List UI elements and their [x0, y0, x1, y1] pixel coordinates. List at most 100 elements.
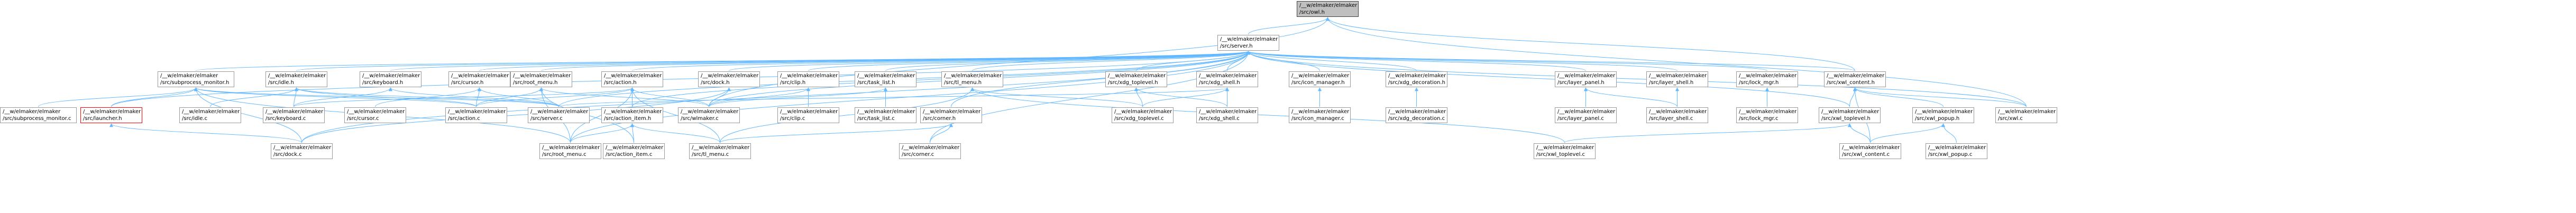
edge-keyboard_h-to-server_h — [390, 51, 1250, 71]
edge-launcher_h-to-subprocess_monitor_h — [111, 87, 198, 107]
edge-action_c-to-subprocess_monitor_h — [194, 87, 476, 107]
edge-task_list_h-to-server_h — [885, 51, 1250, 71]
node-xdg-shell-h[interactable]: /__w/elmaker/elmaker/src/xdg_shell.h — [1196, 71, 1258, 87]
node-xwl-toplevel-h[interactable]: /__w/elmaker/elmaker/src/xwl_toplevel.h — [1819, 107, 1881, 123]
edge-xwl_toplevel_h-to-server_h — [1246, 51, 1850, 107]
node-file-label: /src/clip.h — [780, 80, 806, 86]
node-server-c[interactable]: /__w/elmaker/elmaker/src/server.c — [528, 107, 590, 123]
node-layer-shell-h[interactable]: /__w/elmaker/elmaker/src/layer_shell.h — [1646, 71, 1708, 87]
node-subprocess-monitor-c[interactable]: /__w/elmaker/elmaker/src/subprocess_moni… — [0, 107, 77, 123]
node-file-label: /src/xdg_toplevel.h — [1108, 80, 1158, 86]
node-xdg-decoration-h[interactable]: /__w/elmaker/elmaker/src/xdg_decoration.… — [1386, 71, 1447, 87]
node-path-label: /__w/elmaker/elmaker — [542, 145, 600, 151]
edge-wlmaker_c-to-root_menu_h — [539, 87, 709, 107]
node-file-label: /src/wlmaker.c — [681, 116, 719, 122]
node-lock-mgr-c[interactable]: /__w/elmaker/elmaker/src/lock_mgr.c — [1736, 107, 1798, 123]
node-path-label: /__w/elmaker/elmaker — [182, 109, 240, 115]
node-xwl-popup-c[interactable]: /__w/elmaker/elmaker/src/xwl_popup.c — [1926, 143, 1987, 159]
node-layer-panel-c[interactable]: /__w/elmaker/elmaker/src/layer_panel.c — [1555, 107, 1617, 123]
node-clip-c[interactable]: /__w/elmaker/elmaker/src/clip.c — [777, 107, 839, 123]
edge-xwl_toplevel_c-to-xwl_toplevel_h — [1564, 123, 1851, 143]
node-clip-h[interactable]: /__w/elmaker/elmaker/src/clip.h — [777, 71, 839, 87]
node-path-label: /__w/elmaker/elmaker — [692, 145, 750, 151]
edge-cursor_h-to-server_h — [479, 51, 1250, 71]
node-path-label: /__w/elmaker/elmaker — [1291, 109, 1350, 115]
node-file-label: /src/action.c — [448, 116, 480, 122]
node-xdg-decoration-c[interactable]: /__w/elmaker/elmaker/src/xdg_decoration.… — [1386, 107, 1447, 123]
node-xdg-toplevel-h[interactable]: /__w/elmaker/elmaker/src/xdg_toplevel.h — [1105, 71, 1167, 87]
node-dock-c[interactable]: /__w/elmaker/elmaker/src/dock.c — [271, 143, 333, 159]
edge-lock_mgr_h-to-server_h — [1246, 51, 1767, 71]
node-launcher-h[interactable]: /__w/elmaker/elmaker/src/launcher.h — [80, 107, 142, 123]
node-path-label: /__w/elmaker/elmaker — [530, 109, 589, 115]
node-path-label: /__w/elmaker/elmaker — [3, 109, 61, 115]
node-action-item-c[interactable]: /__w/elmaker/elmaker/src/action_item.c — [603, 143, 665, 159]
edge-keyboard_c-to-idle_h — [294, 87, 298, 107]
node-dock-h[interactable]: /__w/elmaker/elmaker/src/dock.h — [698, 71, 760, 87]
node-path-label: /__w/elmaker/elmaker — [944, 73, 1002, 79]
node-file-label: /src/lock_mgr.h — [1739, 80, 1779, 86]
node-cursor-h[interactable]: /__w/elmaker/elmaker/src/cursor.h — [448, 71, 510, 87]
node-icon-manager-c[interactable]: /__w/elmaker/elmaker/src/icon_manager.c — [1289, 107, 1351, 123]
node-root-menu-c[interactable]: /__w/elmaker/elmaker/src/root_menu.c — [539, 143, 601, 159]
node-file-label: /src/owl.h — [1299, 10, 1325, 15]
node-path-label: /__w/elmaker/elmaker — [513, 73, 571, 79]
node-path-label: /__w/elmaker/elmaker — [1915, 109, 1973, 115]
node-task-list-c[interactable]: /__w/elmaker/elmaker/src/task_list.c — [855, 107, 916, 123]
node-file-label: /src/subprocess_monitor.h — [160, 80, 230, 86]
node-lock-mgr-h[interactable]: /__w/elmaker/elmaker/src/lock_mgr.h — [1736, 71, 1798, 87]
edge-dock_c-to-launcher_h — [109, 123, 302, 143]
edge-xwl_content_c-to-xwl_toplevel_h — [1848, 123, 1871, 143]
node-wlmaker-c[interactable]: /__w/elmaker/elmaker/src/wlmaker.c — [678, 107, 740, 123]
node-file-label: /src/corner.h — [923, 116, 956, 122]
node-cursor-c[interactable]: /__w/elmaker/elmaker/src/cursor.c — [344, 107, 406, 123]
edge-launcher_h-to-server_h — [111, 51, 1250, 107]
node-path-label: /__w/elmaker/elmaker — [1199, 73, 1257, 79]
node-path-label: /__w/elmaker/elmaker — [1114, 109, 1172, 115]
node-subprocess-monitor-h[interactable]: /__w/elmaker/elmaker/src/subprocess_moni… — [158, 71, 234, 87]
node-file-label: /src/action_item.c — [606, 152, 653, 158]
node-file-label: /src/root_menu.c — [542, 152, 586, 158]
node-root-menu-h[interactable]: /__w/elmaker/elmaker/src/root_menu.h — [510, 71, 572, 87]
node-xwl-popup-h[interactable]: /__w/elmaker/elmaker/src/xwl_popup.h — [1912, 107, 1974, 123]
node-xwl-content-h[interactable]: /__w/elmaker/elmaker/src/xwl_content.h — [1824, 71, 1886, 87]
node-action-h[interactable]: /__w/elmaker/elmaker/src/action.h — [601, 71, 663, 87]
node-corner-c[interactable]: /__w/elmaker/elmaker/src/corner.c — [899, 143, 961, 159]
edge-tl_menu_c-to-action_item_h — [630, 123, 720, 143]
node-idle-c[interactable]: /__w/elmaker/elmaker/src/idle.c — [179, 107, 241, 123]
node-file-label: /src/layer_shell.c — [1649, 116, 1693, 122]
edge-tl_menu_h-to-server_h — [972, 51, 1250, 71]
node-action-item-h[interactable]: /__w/elmaker/elmaker/src/action_item.h — [601, 107, 663, 123]
node-layer-shell-c[interactable]: /__w/elmaker/elmaker/src/layer_shell.c — [1646, 107, 1708, 123]
edge-dock_c-to-server_h — [301, 51, 1250, 143]
node-keyboard-h[interactable]: /__w/elmaker/elmaker/src/keyboard.h — [360, 71, 421, 87]
node-idle-h[interactable]: /__w/elmaker/elmaker/src/idle.h — [265, 71, 327, 87]
node-path-label: /__w/elmaker/elmaker — [701, 73, 759, 79]
node-xdg-toplevel-c[interactable]: /__w/elmaker/elmaker/src/xdg_toplevel.c — [1112, 107, 1174, 123]
node-xwl-c[interactable]: /__w/elmaker/elmaker/src/xwl.c — [1995, 107, 2057, 123]
node-icon-manager-h[interactable]: /__w/elmaker/elmaker/src/icon_manager.h — [1289, 71, 1351, 87]
node-file-label: /src/xdg_shell.h — [1199, 80, 1240, 86]
node-file-label: /src/xdg_toplevel.c — [1114, 116, 1164, 122]
node-server-h[interactable]: /__w/elmaker/elmaker/src/server.h — [1217, 35, 1279, 51]
node-file-label: /src/root_menu.h — [513, 80, 558, 86]
node-layer-panel-h[interactable]: /__w/elmaker/elmaker/src/layer_panel.h — [1555, 71, 1617, 87]
node-action-c[interactable]: /__w/elmaker/elmaker/src/action.c — [445, 107, 507, 123]
node-xwl-content-c[interactable]: /__w/elmaker/elmaker/src/xwl_content.c — [1839, 143, 1901, 159]
node-file-label: /src/idle.c — [182, 116, 208, 122]
node-task-list-h[interactable]: /__w/elmaker/elmaker/src/task_list.h — [855, 71, 916, 87]
node-file-label: /src/cursor.h — [451, 80, 484, 86]
node-path-label: /__w/elmaker/elmaker — [1739, 109, 1797, 115]
node-keyboard-c[interactable]: /__w/elmaker/elmaker/src/keyboard.c — [263, 107, 325, 123]
node-corner-h[interactable]: /__w/elmaker/elmaker/src/corner.h — [920, 107, 982, 123]
edge-wlmaker_c-to-clip_h — [709, 87, 810, 107]
node-xwl-toplevel-c[interactable]: /__w/elmaker/elmaker/src/xwl_toplevel.c — [1534, 143, 1596, 159]
node-tl-menu-h[interactable]: /__w/elmaker/elmaker/src/tl_menu.h — [941, 71, 1003, 87]
node-path-label: /__w/elmaker/elmaker — [1649, 109, 1707, 115]
node-path-label: /__w/elmaker/elmaker — [1998, 109, 2056, 115]
node-xdg-shell-c[interactable]: /__w/elmaker/elmaker/src/xdg_shell.c — [1196, 107, 1258, 123]
node-file-label: /src/icon_manager.c — [1291, 116, 1344, 122]
edge-tl_menu_c-to-tl_menu_h — [720, 87, 974, 143]
node-owl-h[interactable]: /__w/elmaker/elmaker/src/owl.h — [1297, 1, 1359, 17]
node-tl-menu-c[interactable]: /__w/elmaker/elmaker/src/tl_menu.c — [689, 143, 751, 159]
